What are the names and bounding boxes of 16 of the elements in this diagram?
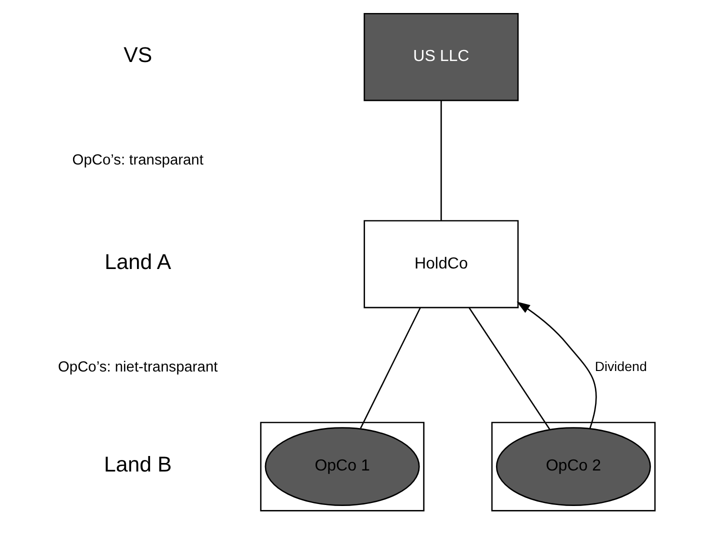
- label: OpCo’s: transparant: [72, 152, 203, 168]
- label: VS: [123, 43, 152, 68]
- node-ellipse: OpCo 1: [264, 427, 420, 506]
- connector: [440, 100, 442, 221]
- cluster: [260, 422, 424, 512]
- edge-label: Dividend: [594, 359, 646, 374]
- node-box: US LLC: [363, 12, 518, 102]
- label: Land B: [104, 452, 172, 477]
- connector: [468, 308, 550, 430]
- label: Land A: [104, 250, 171, 274]
- label: OpCo’s: niet-transparant: [57, 359, 218, 376]
- connector: [359, 308, 420, 429]
- node-box: HoldCo: [363, 220, 518, 308]
- arrow: [516, 302, 596, 429]
- cluster: [490, 422, 656, 512]
- node-ellipse: OpCo 2: [495, 427, 650, 506]
